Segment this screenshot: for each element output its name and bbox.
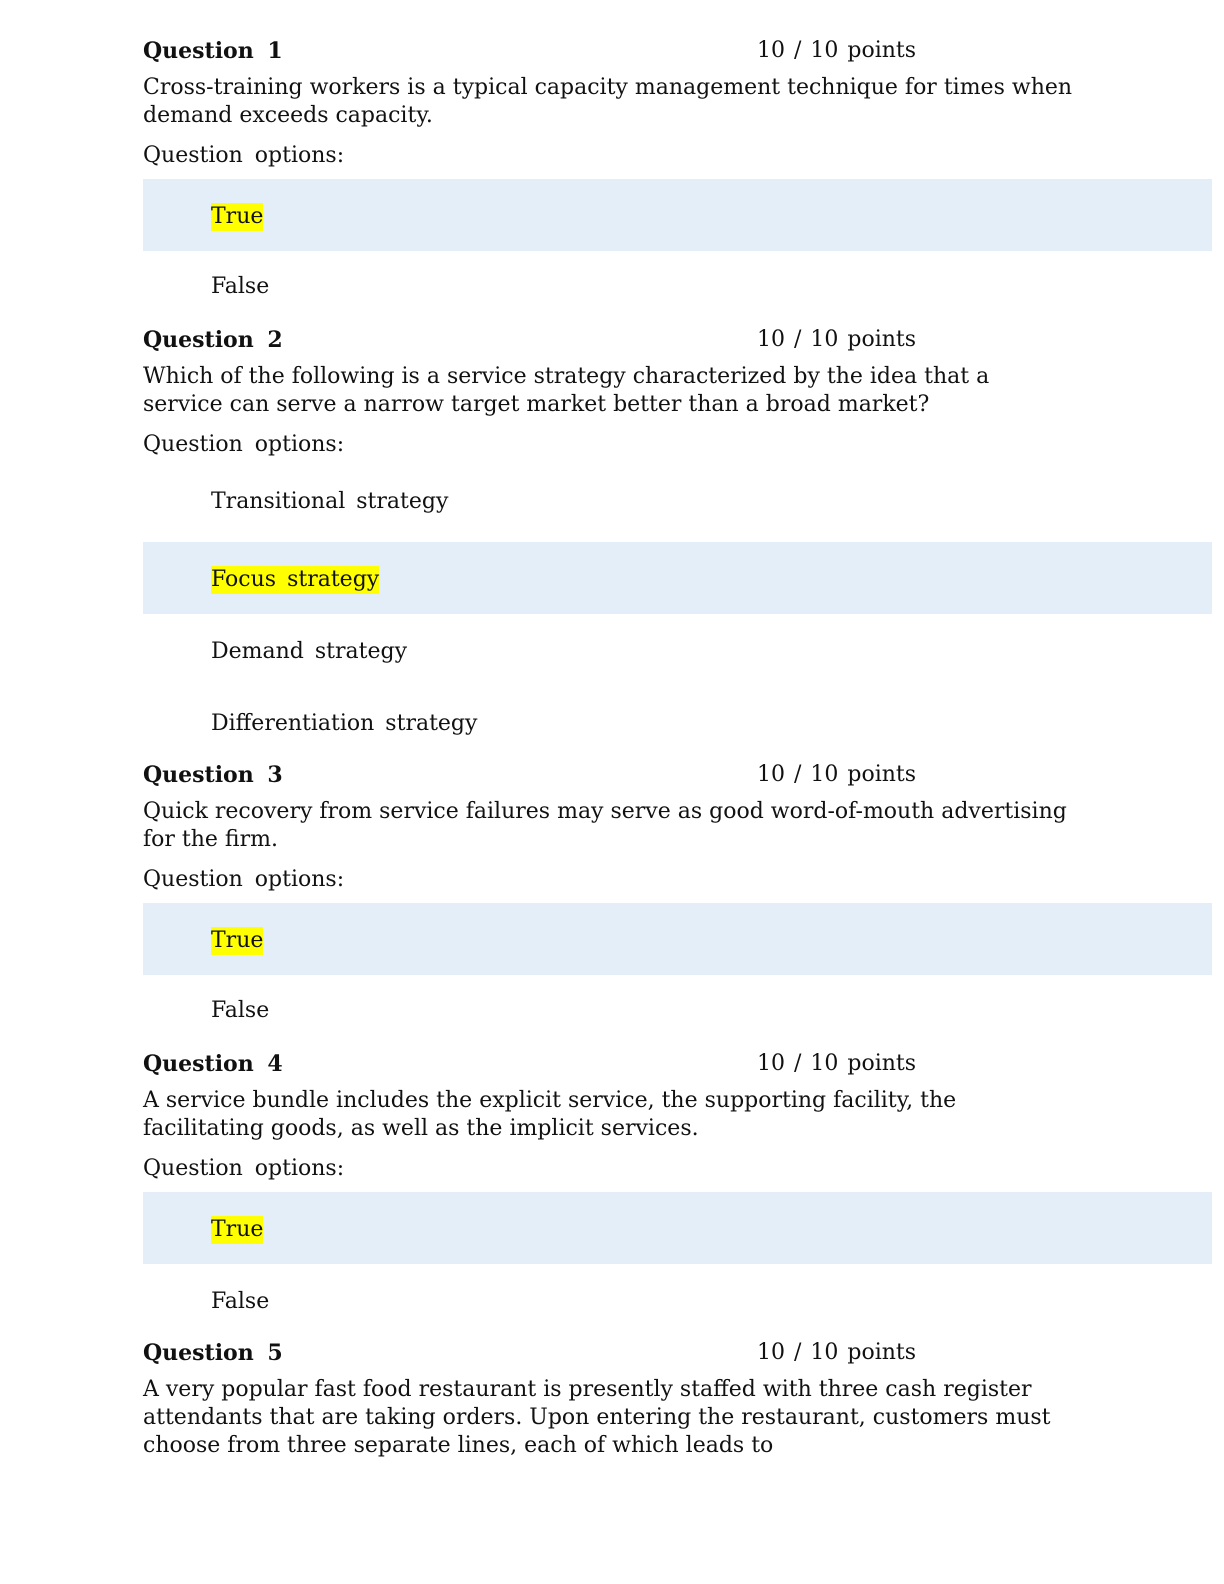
option-label: True: [211, 927, 264, 955]
question-options-label: Question options:: [143, 1156, 345, 1181]
option-label: True: [211, 203, 264, 231]
question-options-label: Question options:: [143, 432, 345, 457]
option-true[interactable]: True: [143, 1192, 1212, 1264]
question-header: Question 1 10 / 10 points: [143, 32, 1224, 70]
question-points: 10 / 10 points: [757, 1340, 917, 1365]
question-points: 10 / 10 points: [757, 1051, 917, 1076]
question-points: 10 / 10 points: [757, 327, 917, 352]
question-title: Question 4: [143, 1051, 283, 1077]
option-label: Differentiation strategy: [211, 711, 478, 736]
question-title: Question 5: [143, 1340, 283, 1366]
option-label: False: [211, 1289, 270, 1314]
question-text: Cross-training workers is a typical capa…: [143, 75, 1073, 128]
question-text: Quick recovery from service failures may…: [143, 799, 1067, 852]
question-points: 10 / 10 points: [757, 762, 917, 787]
question-options-label: Question options:: [143, 867, 345, 892]
question-5: Question 5 10 / 10 points A very popular…: [0, 1334, 1224, 1460]
option-label: Focus strategy: [211, 566, 380, 594]
question-2: Question 2 10 / 10 points Which of the f…: [0, 321, 1224, 756]
option-label: Transitional strategy: [211, 489, 449, 514]
option-label: Demand strategy: [211, 639, 408, 664]
option-false[interactable]: False: [143, 975, 1212, 1045]
question-header: Question 2 10 / 10 points: [143, 321, 1224, 359]
question-1: Question 1 10 / 10 points Cross-training…: [0, 0, 1224, 321]
question-title: Question 2: [143, 327, 283, 353]
question-4: Question 4 10 / 10 points A service bund…: [0, 1045, 1224, 1334]
quiz-document: Question 1 10 / 10 points Cross-training…: [0, 0, 1224, 1460]
question-title: Question 3: [143, 762, 283, 788]
question-options-label: Question options:: [143, 143, 345, 168]
option-false[interactable]: False: [143, 1264, 1212, 1334]
option-true[interactable]: True: [143, 903, 1212, 975]
option-demand-strategy[interactable]: Demand strategy: [143, 614, 1212, 686]
option-focus-strategy[interactable]: Focus strategy: [143, 542, 1212, 614]
option-differentiation-strategy[interactable]: Differentiation strategy: [143, 686, 1212, 756]
question-text: A service bundle includes the explicit s…: [143, 1088, 957, 1141]
question-title: Question 1: [143, 38, 283, 64]
option-false[interactable]: False: [143, 251, 1212, 321]
option-transitional-strategy[interactable]: Transitional strategy: [143, 470, 1212, 542]
question-header: Question 3 10 / 10 points: [143, 756, 1224, 794]
question-points: 10 / 10 points: [757, 38, 917, 63]
option-label: False: [211, 998, 270, 1023]
question-text: Which of the following is a service stra…: [143, 364, 990, 417]
question-header: Question 5 10 / 10 points: [143, 1334, 1224, 1372]
question-text: A very popular fast food restaurant is p…: [143, 1377, 1051, 1458]
option-label: False: [211, 274, 270, 299]
option-label: True: [211, 1216, 264, 1244]
option-true[interactable]: True: [143, 179, 1212, 251]
question-header: Question 4 10 / 10 points: [143, 1045, 1224, 1083]
question-3: Question 3 10 / 10 points Quick recovery…: [0, 756, 1224, 1045]
